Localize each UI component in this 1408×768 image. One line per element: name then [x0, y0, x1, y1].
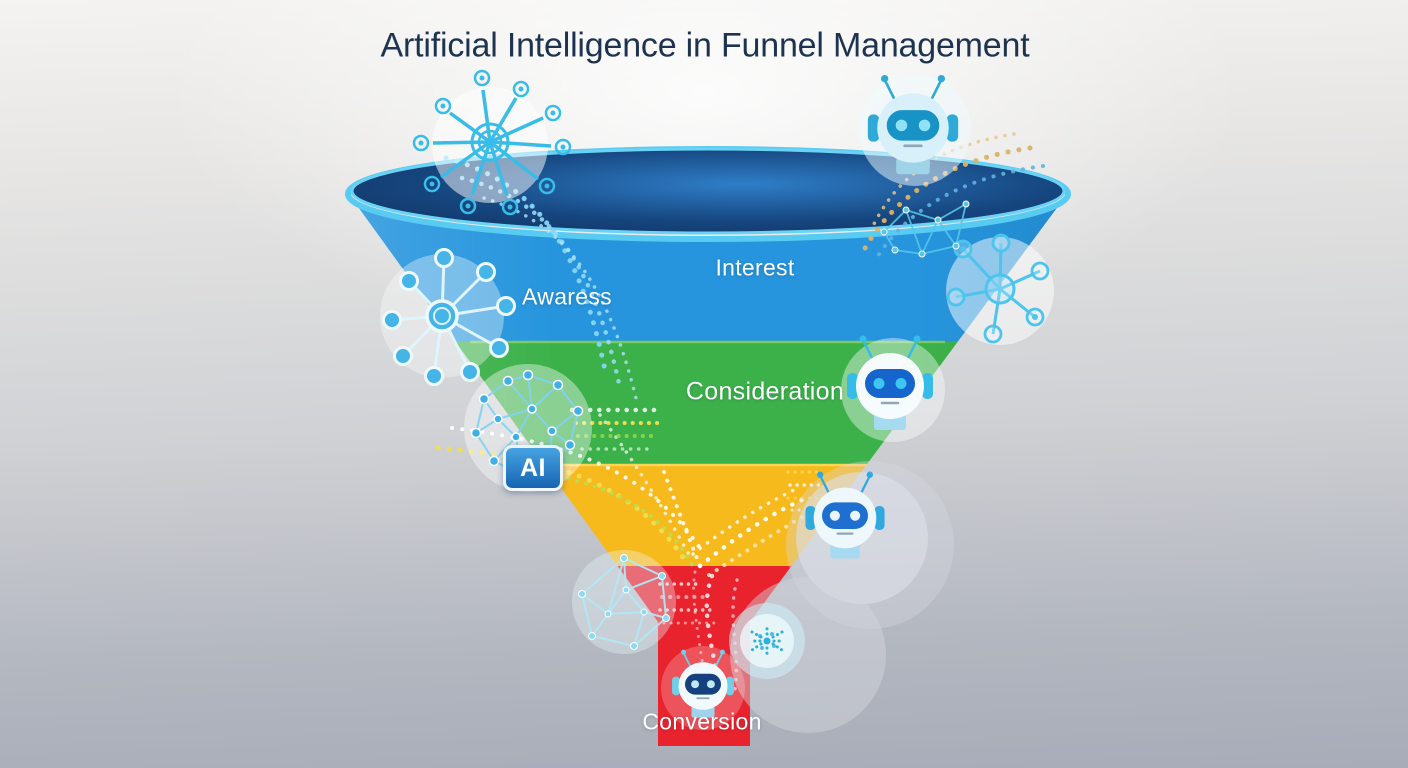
stage-label-conversion: Conversion [642, 708, 762, 735]
network-hub-outline-icon [946, 233, 1050, 344]
page-title: Artificial Intelligence in Funnel Manage… [380, 26, 1030, 65]
stage-label-consideration: Consideration [685, 377, 845, 406]
stage-label-interest: Interest [715, 254, 795, 281]
polyhedron-network-icon [578, 554, 670, 650]
data-burst-icon [729, 603, 805, 679]
network-hub-rings-icon [412, 69, 572, 216]
stage-label-awareness: Awaress [522, 283, 612, 310]
network-hub-filled-icon [382, 248, 516, 386]
ai-chip-badge: AI [503, 445, 563, 491]
mesh-under-top-robot [880, 200, 970, 258]
